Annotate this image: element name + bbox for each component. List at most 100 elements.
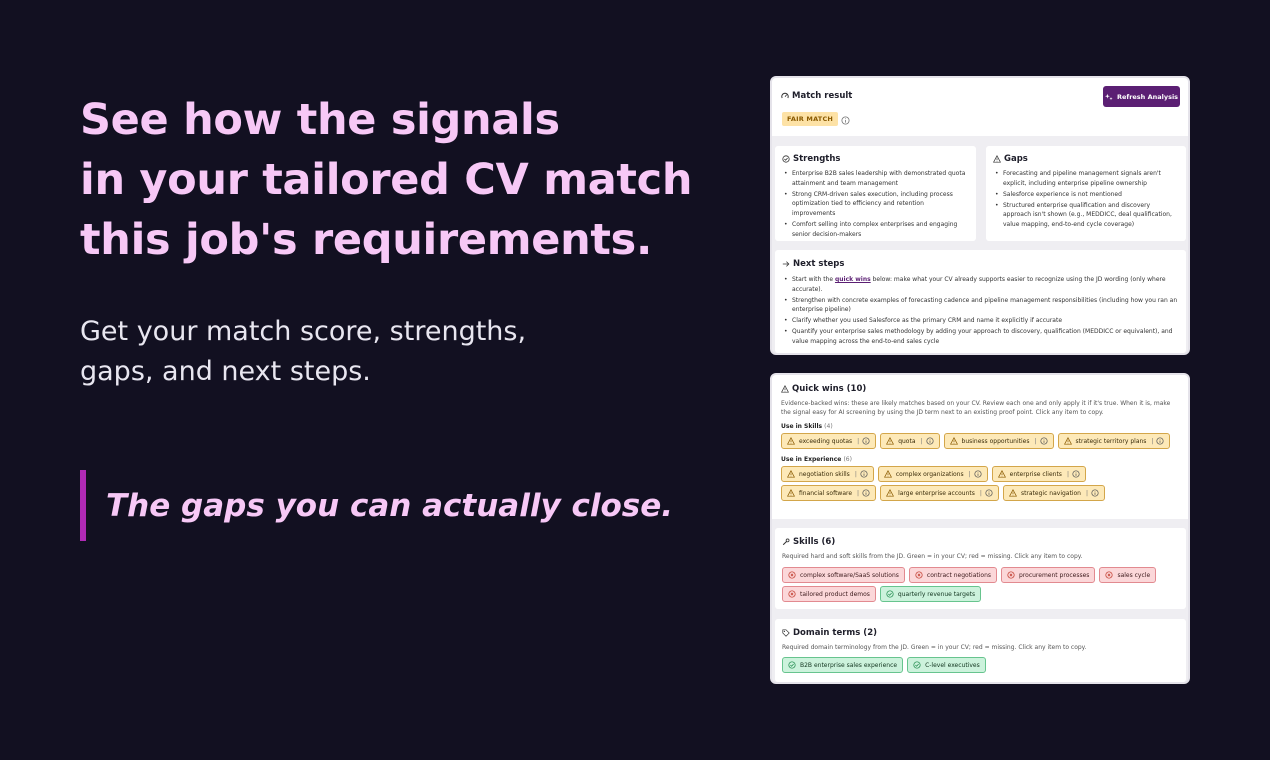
keyword-chip[interactable]: sales cycle bbox=[1099, 567, 1157, 583]
chip-label: contract negotiations bbox=[926, 571, 992, 579]
wrench-icon bbox=[782, 538, 790, 546]
chip-label: financial software bbox=[799, 489, 853, 497]
subtext-line-2: gaps, and next steps. bbox=[80, 356, 371, 387]
warning-icon bbox=[949, 437, 958, 445]
keyword-chip[interactable]: contract negotiations bbox=[908, 567, 998, 583]
list-item: Quantify your enterprise sales methodolo… bbox=[782, 327, 1179, 346]
skills-chips: complex software/SaaS solutions contract … bbox=[782, 567, 1179, 602]
chip-label: quarterly revenue targets bbox=[897, 590, 976, 598]
keyword-chip[interactable]: procurement processes bbox=[1001, 567, 1096, 583]
keyword-chip[interactable]: C-level executives bbox=[907, 657, 986, 673]
warning-icon bbox=[787, 489, 795, 497]
keyword-chip[interactable]: negotiation skills| bbox=[781, 466, 874, 482]
x-circle-icon bbox=[1105, 571, 1113, 579]
strengths-panel: Strengths Enterprise B2B sales leadershi… bbox=[775, 146, 976, 241]
chip-divider: | bbox=[968, 470, 971, 478]
refresh-analysis-button[interactable]: Refresh Analysis bbox=[1103, 86, 1180, 107]
headline-line-1: See how the signals bbox=[80, 95, 560, 145]
gaps-panel: Gaps Forecasting and pipeline management… bbox=[986, 146, 1186, 241]
x-circle-icon bbox=[915, 571, 923, 579]
keyword-chip[interactable]: enterprise clients | bbox=[991, 466, 1086, 482]
match-header-panel: Match result Refresh Analysis FAIR MATCH bbox=[772, 78, 1188, 136]
chip-divider: | bbox=[857, 489, 860, 497]
domain-terms-panel: Domain terms (2) Required domain termino… bbox=[775, 619, 1186, 682]
warning-icon bbox=[883, 470, 892, 478]
domain-terms-title: Domain terms (2) bbox=[782, 628, 1179, 638]
chip-label: procurement processes bbox=[1019, 571, 1090, 579]
list-item: Comfort selling into complex enterprises… bbox=[782, 220, 969, 239]
quick-wins-experience-chips: negotiation skills|complex organizations… bbox=[781, 466, 1179, 501]
info-icon bbox=[862, 489, 870, 497]
keyword-chip[interactable]: strategic territory plans| bbox=[1057, 433, 1171, 449]
warning-icon bbox=[787, 437, 795, 445]
arrow-right-icon bbox=[782, 261, 790, 267]
info-icon bbox=[860, 470, 868, 478]
use-in-skills-label: Use in Skills (4) bbox=[781, 423, 833, 430]
keyword-chip[interactable]: B2B enterprise sales experience bbox=[782, 657, 904, 673]
domain-terms-description: Required domain terminology from the JD.… bbox=[782, 644, 1087, 651]
keyword-chip[interactable]: quarterly revenue targets bbox=[879, 586, 982, 602]
keyword-chip[interactable]: tailored product demos bbox=[782, 586, 876, 602]
hero-subtext: Get your match score, strengths, gaps, a… bbox=[80, 312, 600, 392]
gaps-list: Forecasting and pipeline management sign… bbox=[993, 169, 1179, 230]
list-item: Structured enterprise qualification and … bbox=[993, 201, 1179, 230]
gauge-icon bbox=[781, 92, 789, 99]
subtext-line-1: Get your match score, strengths, bbox=[80, 316, 527, 347]
keyword-chip[interactable]: financial software | bbox=[781, 485, 877, 501]
keyword-chip[interactable]: business opportunities| bbox=[943, 433, 1054, 449]
warning-icon bbox=[997, 470, 1006, 478]
match-score-badge: FAIR MATCH bbox=[782, 112, 839, 126]
sparkle-icon bbox=[1104, 93, 1113, 100]
x-circle-icon bbox=[788, 590, 796, 598]
skills-panel: Skills (6) Required hard and soft skills… bbox=[775, 528, 1186, 609]
next-steps-title: Next steps bbox=[782, 259, 1179, 269]
chip-divider: | bbox=[920, 437, 923, 445]
quick-wins-skills-chips: exceeding quotas|quota|business opportun… bbox=[781, 433, 1179, 449]
info-icon bbox=[985, 489, 993, 497]
list-item: Clarify whether you used Salesforce as t… bbox=[782, 316, 1179, 326]
chip-label: B2B enterprise sales experience bbox=[800, 661, 898, 669]
list-item: Salesforce experience is not mentioned bbox=[993, 190, 1179, 200]
quick-wins-panel: Quick wins (10) Evidence-backed wins: th… bbox=[772, 375, 1188, 519]
info-icon bbox=[1039, 437, 1048, 445]
chip-label: strategic territory plans bbox=[1075, 437, 1147, 445]
chip-label: C-level executives bbox=[925, 661, 980, 669]
keyword-chip[interactable]: complex organizations | bbox=[877, 466, 988, 482]
list-item: Enterprise B2B sales leadership with dem… bbox=[782, 169, 969, 188]
info-icon[interactable] bbox=[841, 116, 850, 125]
warning-icon bbox=[993, 155, 1001, 163]
warning-icon bbox=[1063, 437, 1072, 445]
quick-wins-link[interactable]: quick wins bbox=[834, 276, 871, 283]
headline-line-2: in your tailored CV match bbox=[80, 155, 693, 205]
hero-headline: See how the signals in your tailored CV … bbox=[80, 90, 700, 270]
check-circle-icon bbox=[782, 155, 790, 163]
keyword-chip[interactable]: large enterprise accounts| bbox=[880, 485, 999, 501]
chip-label: complex organizations bbox=[895, 470, 964, 478]
strengths-list: Enterprise B2B sales leadership with dem… bbox=[782, 169, 969, 239]
keyword-chip[interactable]: exceeding quotas| bbox=[781, 433, 877, 449]
keyword-chip[interactable]: quota| bbox=[880, 433, 940, 449]
info-icon bbox=[1072, 470, 1080, 478]
list-item: Strong CRM-driven sales execution, inclu… bbox=[782, 190, 969, 219]
chip-label: negotiation skills bbox=[799, 470, 850, 478]
list-item: Strengthen with concrete examples of for… bbox=[782, 296, 1179, 315]
keyword-chip[interactable]: strategic navigation| bbox=[1002, 485, 1105, 501]
chip-label: enterprise clients bbox=[1009, 470, 1062, 478]
x-circle-icon bbox=[788, 571, 796, 579]
hero-quote: The gaps you can actually close. bbox=[106, 487, 674, 524]
keyword-chip[interactable]: complex software/SaaS solutions bbox=[782, 567, 905, 583]
chip-label: large enterprise accounts bbox=[898, 489, 975, 497]
chip-label: complex software/SaaS solutions bbox=[800, 571, 899, 579]
chip-divider: | bbox=[1066, 470, 1069, 478]
warning-icon bbox=[886, 437, 895, 445]
chip-label: tailored product demos bbox=[800, 590, 870, 598]
chip-label: sales cycle bbox=[1117, 571, 1151, 579]
next-steps-panel: Next steps Start with the quick wins bel… bbox=[775, 250, 1186, 353]
quick-wins-title: Quick wins (10) bbox=[781, 384, 1179, 394]
warning-icon bbox=[787, 470, 795, 478]
quick-wins-description: Evidence-backed wins: these are likely m… bbox=[781, 400, 1171, 416]
warning-icon bbox=[781, 385, 789, 393]
domain-terms-chips: B2B enterprise sales experience C-level e… bbox=[782, 657, 1179, 673]
chip-label: exceeding quotas bbox=[799, 437, 853, 445]
chip-label: strategic navigation bbox=[1020, 489, 1081, 497]
